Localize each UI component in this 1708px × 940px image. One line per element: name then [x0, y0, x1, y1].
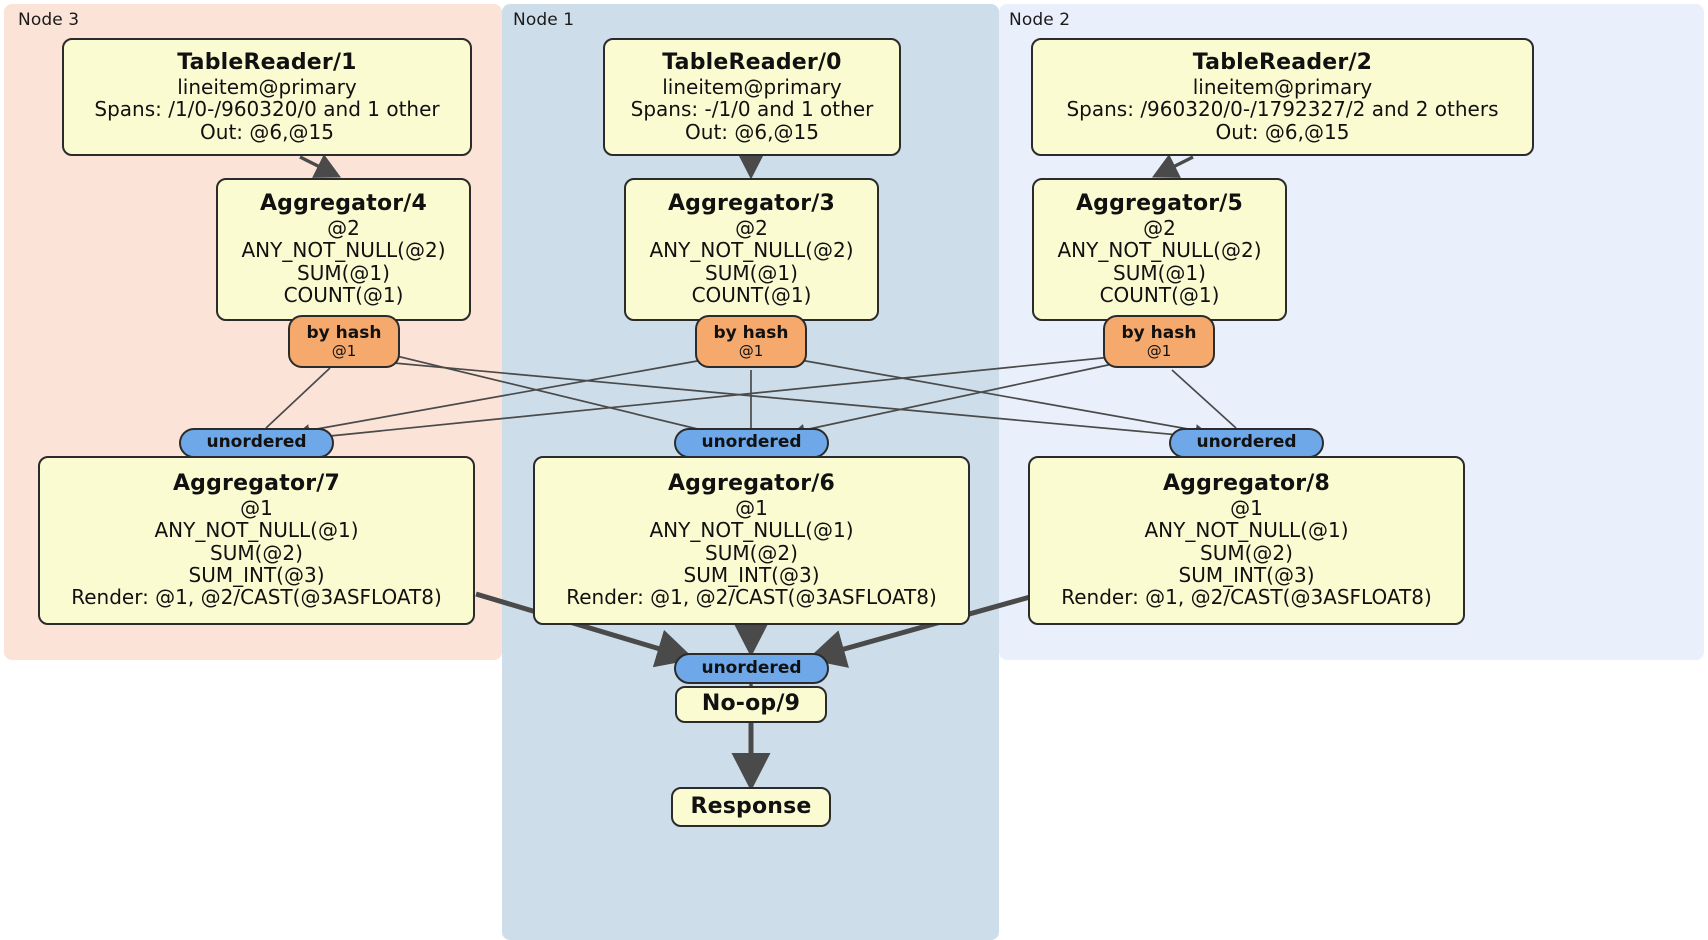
processor-line: lineitem@primary: [1192, 74, 1373, 99]
node-label-node2: Node 2: [1009, 10, 1071, 30]
processor-line: @2: [1143, 216, 1176, 241]
processor-line: ANY_NOT_NULL(@2): [241, 238, 446, 263]
processor-title: TableReader/2: [1192, 50, 1373, 76]
processor-line: Spans: -/1/0 and 1 other: [630, 97, 874, 122]
processor-line: Render: @1, @2/CAST(@3ASFLOAT8): [71, 585, 442, 610]
processor-title: Aggregator/8: [1162, 471, 1331, 497]
router-label: unordered: [206, 432, 307, 453]
processor-line: Out: @6,@15: [685, 119, 819, 144]
processor-line: COUNT(@1): [691, 283, 812, 308]
processor-title: TableReader/1: [177, 50, 357, 76]
processor-title: TableReader/0: [662, 50, 842, 76]
processor-line: Out: @6,@15: [1215, 119, 1350, 144]
processor-aggregator4[interactable]: Aggregator/4 @2 ANY_NOT_NULL(@2) SUM(@1)…: [216, 178, 471, 321]
processor-title: Aggregator/4: [259, 191, 428, 217]
processor-title: Response: [690, 793, 812, 819]
processor-tablereader1[interactable]: TableReader/1 lineitem@primary Spans: /1…: [62, 38, 472, 156]
processor-line: COUNT(@1): [283, 283, 404, 308]
processor-aggregator6[interactable]: Aggregator/6 @1 ANY_NOT_NULL(@1) SUM(@2)…: [533, 456, 970, 625]
processor-aggregator8[interactable]: Aggregator/8 @1 ANY_NOT_NULL(@1) SUM(@2)…: [1028, 456, 1465, 625]
router-hash-mid[interactable]: by hash @1: [695, 315, 807, 368]
processor-line: Spans: /1/0-/960320/0 and 1 other: [94, 97, 440, 122]
processor-title: Aggregator/3: [667, 191, 836, 217]
processor-response[interactable]: Response: [671, 787, 831, 827]
processor-line: Out: @6,@15: [200, 119, 334, 144]
processor-line: Spans: /960320/0-/1792327/2 and 2 others: [1066, 97, 1499, 122]
processor-title: No-op/9: [701, 691, 801, 717]
processor-line: SUM(@2): [1200, 540, 1293, 565]
processor-line: @2: [327, 216, 360, 241]
processor-line: Render: @1, @2/CAST(@3ASFLOAT8): [566, 585, 937, 610]
processor-line: COUNT(@1): [1099, 283, 1220, 308]
processor-tablereader0[interactable]: TableReader/0 lineitem@primary Spans: -/…: [603, 38, 901, 156]
router-label: unordered: [701, 657, 802, 678]
node-label-node3: Node 3: [18, 10, 80, 30]
processor-line: SUM(@1): [297, 260, 390, 285]
router-unordered-final[interactable]: unordered: [674, 653, 829, 684]
processor-title: Aggregator/7: [172, 471, 341, 497]
router-label: unordered: [701, 432, 802, 453]
router-sublabel: @1: [738, 341, 764, 360]
router-sublabel: @1: [331, 341, 357, 360]
processor-line: @1: [240, 495, 273, 520]
processor-noop9[interactable]: No-op/9: [675, 686, 827, 723]
processor-line: Render: @1, @2/CAST(@3ASFLOAT8): [1061, 585, 1432, 610]
processor-line: lineitem@primary: [177, 74, 357, 99]
processor-line: ANY_NOT_NULL(@1): [1144, 518, 1349, 543]
router-unordered-mid[interactable]: unordered: [674, 428, 829, 458]
router-label: by hash: [713, 322, 789, 343]
processor-aggregator7[interactable]: Aggregator/7 @1 ANY_NOT_NULL(@1) SUM(@2)…: [38, 456, 475, 625]
router-hash-right[interactable]: by hash @1: [1103, 315, 1215, 368]
processor-line: SUM_INT(@3): [1178, 563, 1315, 587]
processor-title: Aggregator/5: [1075, 191, 1244, 217]
processor-line: SUM_INT(@3): [188, 563, 325, 587]
processor-line: SUM(@1): [705, 260, 798, 285]
router-label: unordered: [1196, 432, 1297, 453]
processor-line: ANY_NOT_NULL(@1): [649, 518, 854, 543]
router-label: by hash: [306, 322, 382, 343]
processor-line: ANY_NOT_NULL(@1): [154, 518, 359, 543]
processor-title: Aggregator/6: [667, 471, 836, 497]
processor-line: SUM(@1): [1113, 260, 1206, 285]
processor-line: ANY_NOT_NULL(@2): [649, 238, 854, 263]
processor-line: SUM(@2): [705, 540, 798, 565]
router-hash-left[interactable]: by hash @1: [288, 315, 400, 368]
router-sublabel: @1: [1146, 341, 1172, 360]
processor-line: SUM_INT(@3): [683, 563, 820, 587]
processor-line: SUM(@2): [210, 540, 303, 565]
processor-line: ANY_NOT_NULL(@2): [1057, 238, 1262, 263]
processor-line: @1: [1230, 495, 1263, 520]
processor-line: lineitem@primary: [662, 74, 842, 99]
processor-tablereader2[interactable]: TableReader/2 lineitem@primary Spans: /9…: [1031, 38, 1534, 156]
router-unordered-left[interactable]: unordered: [179, 428, 334, 458]
processor-line: @1: [735, 495, 768, 520]
processor-line: @2: [735, 216, 768, 241]
router-label: by hash: [1121, 322, 1197, 343]
processor-aggregator5[interactable]: Aggregator/5 @2 ANY_NOT_NULL(@2) SUM(@1)…: [1032, 178, 1287, 321]
node-label-node1: Node 1: [513, 10, 575, 30]
processor-aggregator3[interactable]: Aggregator/3 @2 ANY_NOT_NULL(@2) SUM(@1)…: [624, 178, 879, 321]
router-unordered-right[interactable]: unordered: [1169, 428, 1324, 458]
